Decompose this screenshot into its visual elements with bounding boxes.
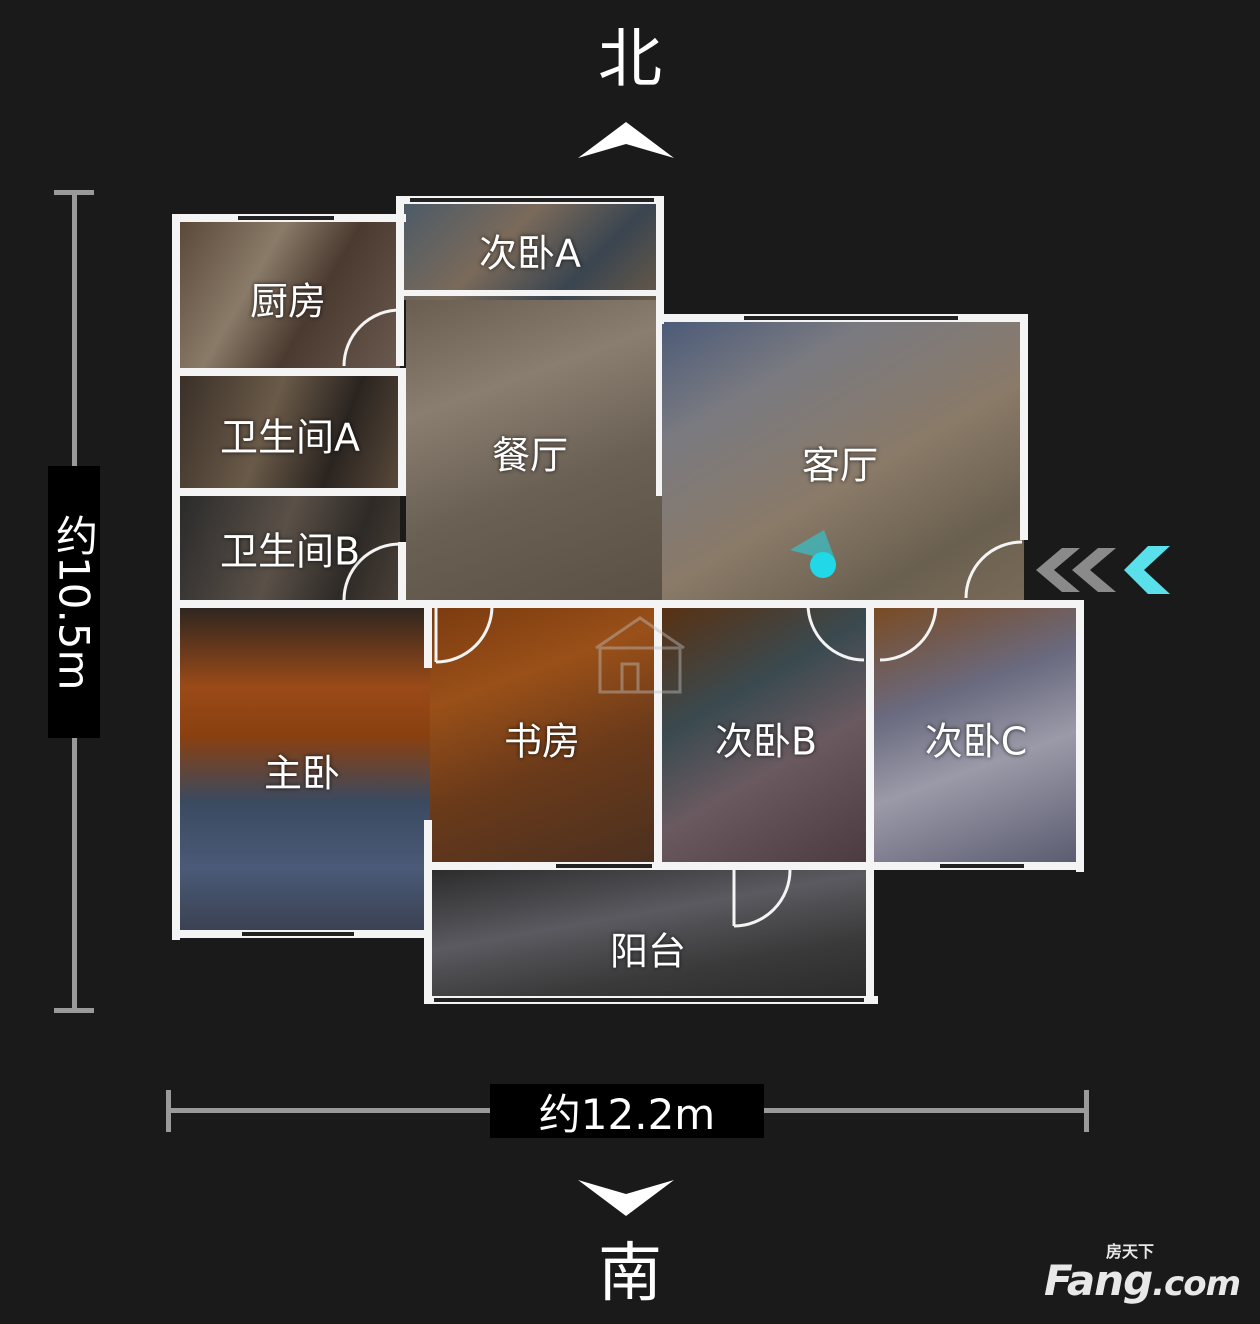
north-label: 北 (598, 23, 662, 97)
room-kitchen[interactable] (180, 220, 400, 370)
wall (1020, 314, 1028, 540)
height-dim-cap-bottom (54, 1008, 94, 1013)
room-master[interactable] (180, 604, 430, 934)
room-second-bedroom-a[interactable] (400, 200, 662, 300)
door-bathroom-b (342, 542, 401, 601)
room-label-balcony: 阳台 (609, 929, 687, 974)
room-second-bedroom-b[interactable] (660, 604, 872, 866)
wall (404, 290, 664, 296)
room-label-second-bedroom-a: 次卧A (479, 231, 581, 276)
fang-logo-brand: Fang (1043, 1256, 1153, 1305)
room-label-kitchen: 厨房 (249, 279, 327, 324)
south-label: 南 (598, 1237, 662, 1311)
fang-logo: 房天下 Fang.com (1044, 1242, 1241, 1304)
position-marker-icon (810, 552, 836, 578)
wall (424, 604, 432, 668)
wall (398, 542, 406, 604)
door-second-bedroom-b (806, 603, 865, 662)
south-arrow-icon (578, 1180, 674, 1216)
north-arrow-icon (578, 122, 674, 158)
wall (656, 196, 664, 324)
room-label-second-bedroom-c: 次卧C (924, 719, 1028, 764)
room-label-master: 主卧 (263, 751, 341, 796)
fang-logo-main: Fang.com (1044, 1260, 1241, 1304)
room-living[interactable] (662, 318, 1024, 604)
wall (172, 214, 180, 940)
window (556, 864, 652, 868)
room-bathroom-a[interactable] (180, 376, 400, 490)
door-kitchen (342, 308, 401, 367)
room-label-study: 书房 (503, 719, 581, 764)
window (434, 998, 864, 1002)
room-label-dining: 餐厅 (491, 433, 569, 478)
wall (654, 604, 662, 866)
wall (424, 820, 432, 1000)
height-dimension-label: 约10.5m (48, 466, 100, 738)
room-bathroom-b[interactable] (180, 496, 400, 604)
room-second-bedroom-c[interactable] (872, 604, 1078, 866)
door-entrance (964, 540, 1023, 599)
wall (180, 368, 406, 376)
window (242, 932, 354, 936)
width-dimension-label: 约12.2m (490, 1084, 764, 1139)
window (744, 316, 958, 320)
room-label-bathroom-a: 卫生间A (220, 415, 360, 460)
entrance-arrow-icon (1036, 546, 1170, 594)
fang-logo-top: 房天下 (1105, 1242, 1154, 1261)
door-second-bedroom-c (879, 603, 938, 662)
wall (1076, 600, 1084, 872)
width-dim-cap-right (1084, 1090, 1089, 1132)
wall (172, 600, 1084, 608)
fang-logo-suffix: .com (1152, 1264, 1241, 1304)
wall (866, 604, 874, 1004)
wall (398, 376, 406, 496)
window (940, 864, 1024, 868)
room-label-bathroom-b: 卫生间B (219, 529, 361, 574)
room-study[interactable] (430, 604, 660, 866)
room-label-living: 客厅 (801, 443, 879, 488)
logo-watermark-icon (595, 616, 685, 694)
wall (180, 488, 406, 496)
wall (424, 862, 1084, 870)
door-study (435, 605, 494, 664)
room-label-second-bedroom-b: 次卧B (714, 719, 818, 764)
wall (396, 196, 404, 366)
window (410, 198, 654, 202)
window (238, 216, 334, 220)
room-dining[interactable] (406, 300, 662, 604)
room-balcony[interactable] (430, 866, 874, 1000)
wall (656, 318, 662, 496)
door-balcony (733, 869, 792, 928)
